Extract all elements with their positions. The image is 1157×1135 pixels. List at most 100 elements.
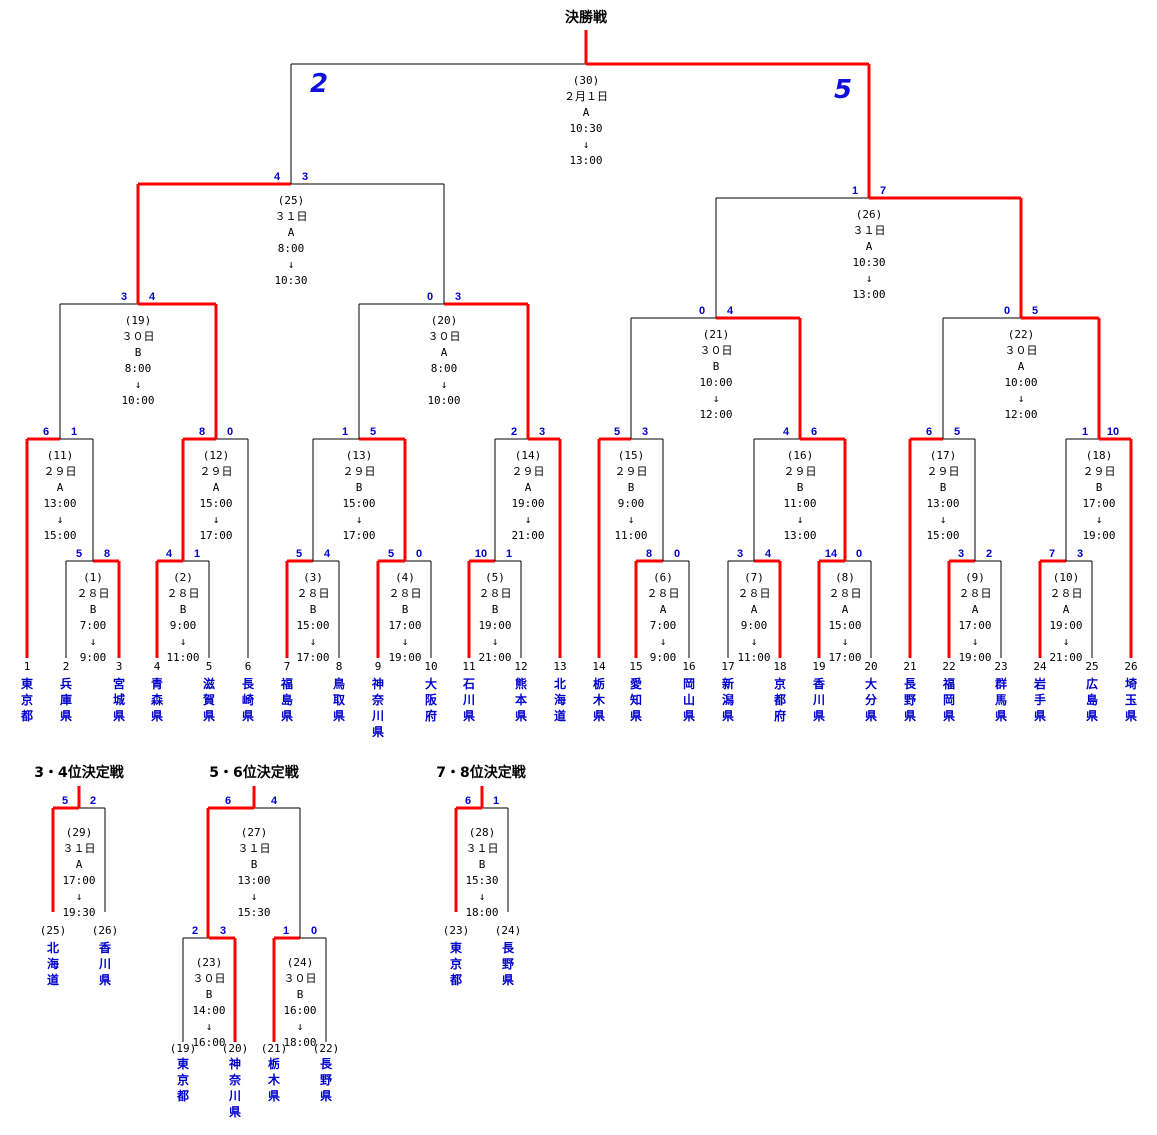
final-score-left: 2 [310, 69, 328, 99]
match-5-court: B [492, 603, 499, 616]
match-26-score-right: 7 [880, 185, 886, 197]
team-name: 北海道 [47, 940, 59, 987]
match-22-court: A [1018, 360, 1025, 373]
match-24-label: (24) [287, 956, 314, 969]
match-4-start: 17:00 [388, 619, 421, 632]
match-3-date: ２８日 [297, 587, 330, 600]
match-24-date: ３０日 [284, 972, 317, 985]
team-name: 愛知県 [629, 676, 642, 723]
team-name: 神奈川県 [371, 676, 385, 739]
match-25-label: (25) [278, 194, 305, 207]
team-name: 滋賀県 [202, 676, 215, 723]
match-28-score-left: 6 [465, 795, 471, 807]
match-2-date: ２８日 [167, 587, 200, 600]
match-27-score-left: 6 [225, 795, 231, 807]
match-24-score-left: 1 [283, 925, 289, 937]
match-3-court: B [310, 603, 317, 616]
team-seed: 5 [206, 660, 213, 673]
match-21-arrow: ↓ [713, 392, 720, 405]
match-25-score-left: 4 [274, 171, 281, 183]
team-seed: 15 [629, 660, 642, 673]
team-seed: 14 [592, 660, 606, 673]
team-name: 広島県 [1086, 676, 1098, 723]
match-19-label: (19) [125, 314, 152, 327]
match-6-court: A [660, 603, 667, 616]
match-14-start: 19:00 [511, 497, 544, 510]
bracket-lines [25, 30, 1133, 1042]
match-4-court: B [402, 603, 409, 616]
match-12-end: 17:00 [199, 529, 232, 542]
team-name: 岡山県 [683, 677, 695, 723]
match-26-court: A [866, 240, 873, 253]
match-5-date: ２８日 [479, 587, 512, 600]
match-12-arrow: ↓ [213, 513, 220, 526]
team-name: 鳥取県 [333, 676, 345, 723]
match-8-end: 17:00 [828, 651, 861, 664]
match-16-score-right: 6 [811, 426, 817, 438]
match-1-score-right: 8 [104, 548, 110, 560]
match-24-score-right: 0 [311, 925, 317, 937]
match-15-arrow: ↓ [628, 513, 635, 526]
match-6-arrow: ↓ [660, 635, 667, 648]
team-seed: (22) [313, 1042, 340, 1055]
match-20-end: 10:00 [427, 394, 460, 407]
match-25-date: ３１日 [275, 210, 308, 223]
match-4-arrow: ↓ [402, 635, 409, 648]
match-15-label: (15) [618, 449, 645, 462]
match-22-end: 12:00 [1004, 408, 1037, 421]
match-28-end: 18:00 [465, 906, 498, 919]
third-place-title: 3・4位決定戦 [34, 764, 124, 781]
match-7-court: A [751, 603, 758, 616]
match-4-score-right: 0 [416, 548, 422, 560]
match-23-date: ３０日 [193, 972, 226, 985]
match-6-score-left: 8 [646, 548, 652, 560]
team-seed: 21 [903, 660, 916, 673]
match-4-score-left: 5 [388, 548, 394, 560]
match-18-score-left: 1 [1082, 426, 1088, 438]
match-10-start: 19:00 [1049, 619, 1082, 632]
match-5-label: (5) [485, 571, 505, 584]
match-10-label: (10) [1053, 571, 1080, 584]
match-30-arrow: ↓ [583, 138, 590, 151]
match-27-arrow: ↓ [251, 890, 258, 903]
match-26-score-left: 1 [852, 185, 858, 197]
match-23-score-right: 3 [220, 925, 226, 937]
team-seed: 25 [1085, 660, 1098, 673]
match-7-label: (7) [744, 571, 764, 584]
team-seed: 11 [462, 660, 475, 673]
team-name: 東京都 [20, 676, 33, 723]
match-27-date: ３１日 [238, 842, 271, 855]
match-9-score-right: 2 [986, 548, 992, 560]
match-2-arrow: ↓ [180, 635, 187, 648]
match-27-end: 15:30 [237, 906, 270, 919]
match-1-label: (1) [83, 571, 103, 584]
match-16-date: ２９日 [784, 465, 817, 478]
team-name: 神奈川県 [228, 1056, 242, 1119]
team-name: 長野県 [320, 1056, 333, 1103]
match-17-score-right: 5 [954, 426, 960, 438]
match-10-end: 21:00 [1049, 651, 1082, 664]
team-name: 東京都 [176, 1056, 189, 1103]
team-seed: 12 [514, 660, 527, 673]
match-30-end: 13:00 [569, 154, 602, 167]
match-14-court: A [525, 481, 532, 494]
match-12-start: 15:00 [199, 497, 232, 510]
match-8-score-right: 0 [856, 548, 862, 560]
match-14-score-right: 3 [539, 426, 545, 438]
match-27-start: 13:00 [237, 874, 270, 887]
match-14-end: 21:00 [511, 529, 544, 542]
match-28-start: 15:30 [465, 874, 498, 887]
match-22-arrow: ↓ [1018, 392, 1025, 405]
match-8-label: (8) [835, 571, 855, 584]
match-10-date: ２８日 [1050, 587, 1083, 600]
match-16-label: (16) [787, 449, 814, 462]
match-29-score-left: 5 [62, 795, 68, 807]
match-16-end: 13:00 [783, 529, 816, 542]
team-seed: 3 [116, 660, 123, 673]
match-25-score-right: 3 [302, 171, 308, 183]
match-3-arrow: ↓ [310, 635, 317, 648]
match-20-court: A [441, 346, 448, 359]
team-name: 栃木県 [267, 1056, 281, 1103]
match-30-court: A [583, 106, 590, 119]
match-19-court: B [135, 346, 142, 359]
